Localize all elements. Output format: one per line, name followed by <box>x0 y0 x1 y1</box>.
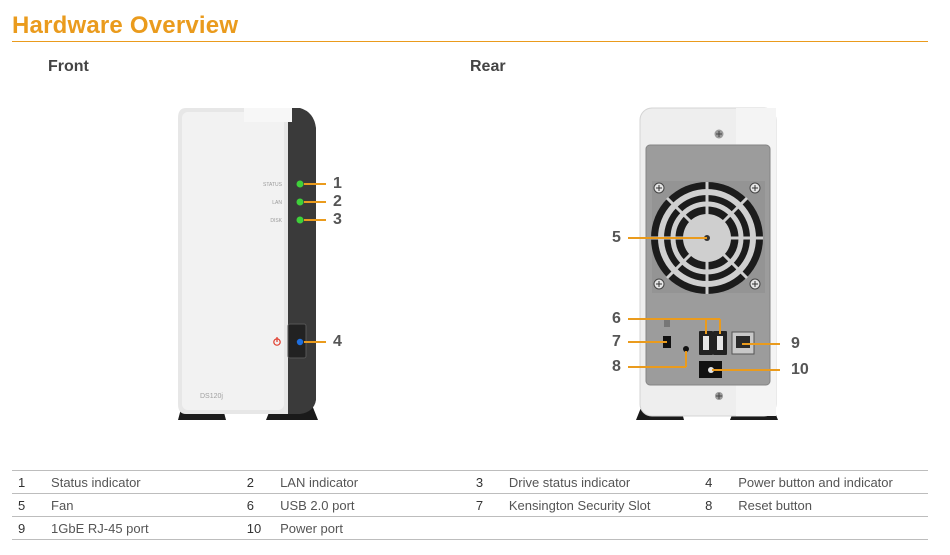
reset-button <box>683 346 689 352</box>
legend-text: Fan <box>51 493 241 517</box>
table-row: 5 Fan 6 USB 2.0 port 7 Kensington Securi… <box>12 493 928 517</box>
callout-8: 8 <box>612 358 621 375</box>
callout-10: 10 <box>791 361 809 378</box>
front-heading: Front <box>48 58 89 75</box>
legend-number: 5 <box>12 493 52 517</box>
page-title: Hardware Overview <box>12 12 239 39</box>
legend-text: Power button and indicator <box>738 470 928 494</box>
rear-device-image <box>628 107 780 420</box>
callout-9: 9 <box>791 335 800 352</box>
legend-number: 1 <box>12 470 52 494</box>
legend-text: Status indicator <box>51 470 241 494</box>
front-device-image: STATUS LAN DISK DS120j <box>178 108 326 420</box>
legend-text: 1GbE RJ-45 port <box>51 516 241 540</box>
legend-text: Power port <box>280 516 470 540</box>
legend-number <box>469 516 509 540</box>
legend-number: 3 <box>469 470 509 494</box>
callout-2: 2 <box>333 193 342 210</box>
callout-1: 1 <box>333 175 342 192</box>
legend-text: Reset button <box>738 493 928 517</box>
status-led <box>296 180 304 188</box>
title-rule <box>12 41 928 42</box>
legend-number: 4 <box>699 470 739 494</box>
component-legend-table: 1 Status indicator 2 LAN indicator 3 Dri… <box>12 470 928 540</box>
legend-text: Drive status indicator <box>508 470 700 494</box>
status-led-label: STATUS <box>263 182 283 188</box>
legend-number: 10 <box>240 516 281 540</box>
callout-6: 6 <box>612 310 621 327</box>
disk-led <box>296 216 304 224</box>
callout-3: 3 <box>333 211 342 228</box>
legend-number: 7 <box>469 493 509 517</box>
legend-number: 2 <box>240 470 281 494</box>
table-row: 1 Status indicator 2 LAN indicator 3 Dri… <box>12 470 928 494</box>
power-led <box>296 338 304 346</box>
legend-text <box>508 516 700 540</box>
rear-heading: Rear <box>470 58 506 75</box>
model-label: DS120j <box>200 393 223 400</box>
lan-led-label: LAN <box>272 200 282 206</box>
legend-number: 8 <box>699 493 739 517</box>
table-row: 9 1GbE RJ-45 port 10 Power port <box>12 516 928 540</box>
hardware-illustration: STATUS LAN DISK DS120j <box>178 107 780 420</box>
legend-text: Kensington Security Slot <box>508 493 700 517</box>
legend-text <box>738 516 928 540</box>
legend-number: 9 <box>12 516 52 540</box>
legend-text: LAN indicator <box>280 470 470 494</box>
lan-led <box>296 198 304 206</box>
disk-led-label: DISK <box>270 218 282 224</box>
legend-number <box>699 516 739 540</box>
legend-text: USB 2.0 port <box>280 493 470 517</box>
legend-number: 6 <box>240 493 281 517</box>
callout-7: 7 <box>612 333 621 350</box>
callout-5: 5 <box>612 229 621 246</box>
callout-4: 4 <box>333 333 342 350</box>
